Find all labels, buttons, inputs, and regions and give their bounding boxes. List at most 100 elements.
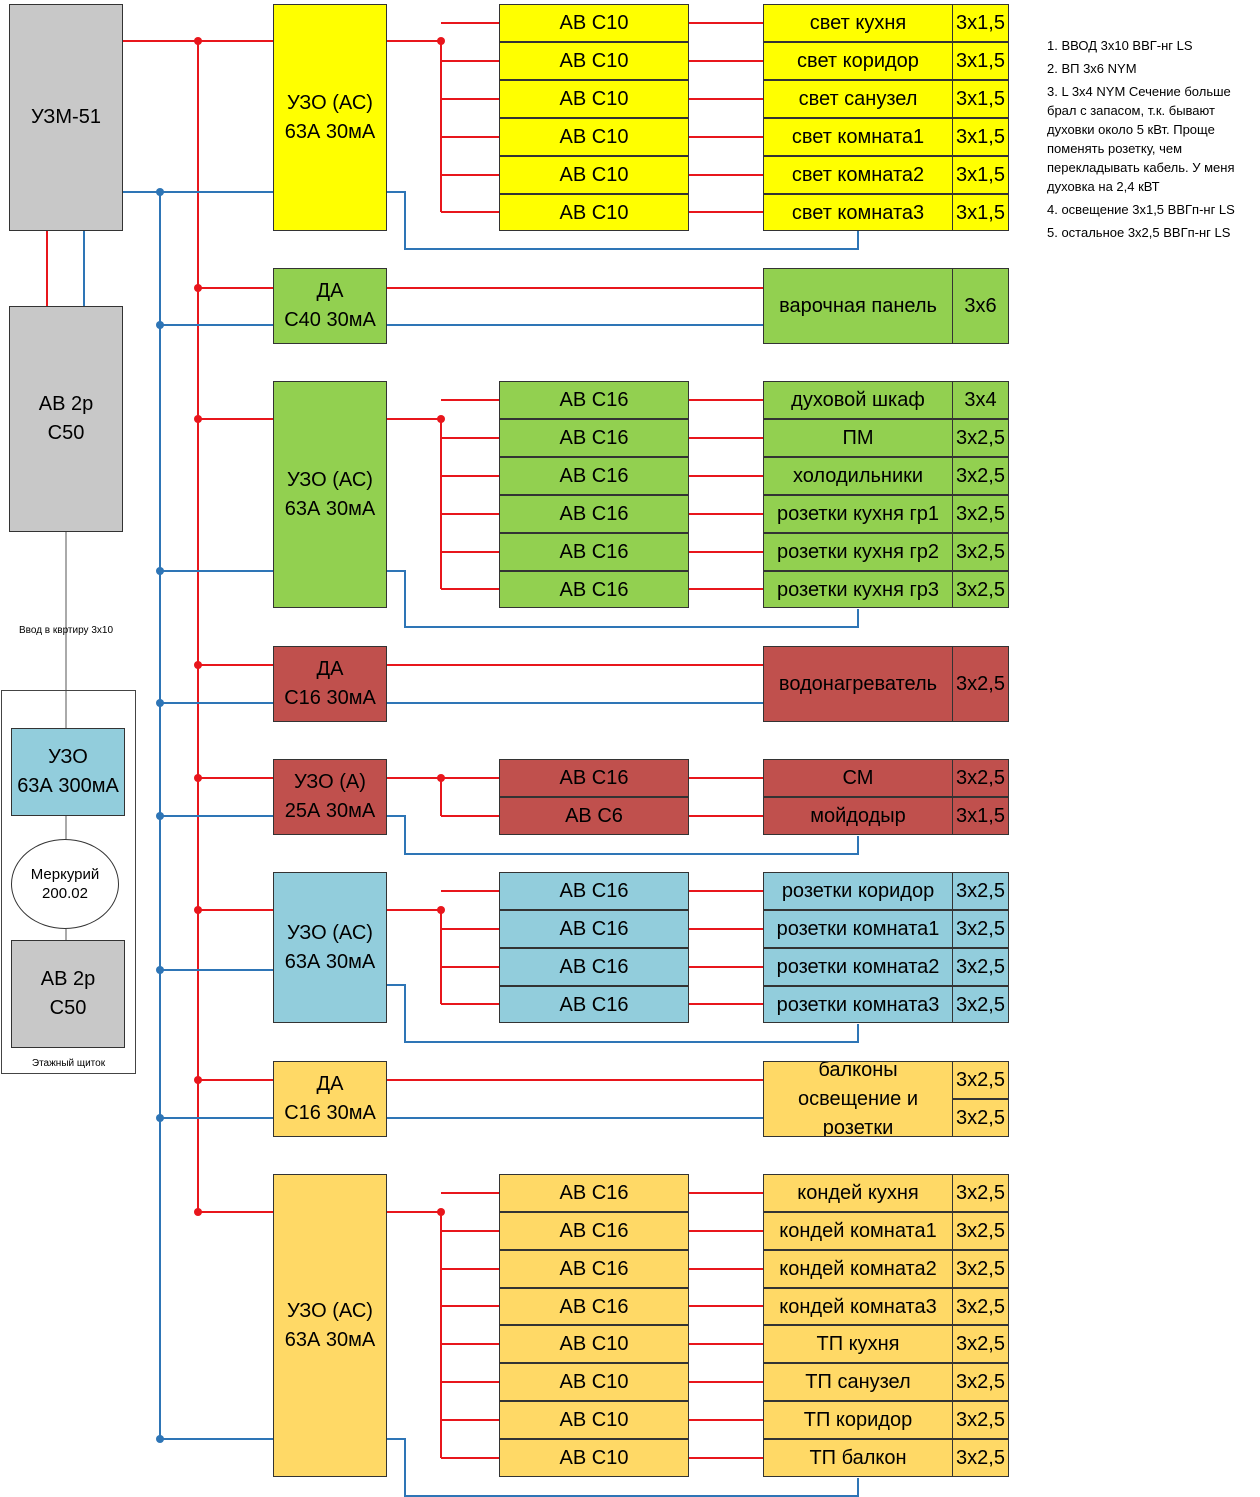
breaker: АВ С10 [499, 156, 689, 194]
neutral-junction [156, 699, 164, 707]
load: варочная панель [763, 268, 953, 344]
load: балконы освещение и розетки [763, 1061, 953, 1137]
phase-junction [194, 1208, 202, 1216]
load: свет комната3 [763, 194, 953, 231]
group1-rcd: УЗО (АС) 63А 30мА [273, 4, 387, 231]
note: 5. остальное 3х2,5 ВВГп-нг LS [1047, 225, 1231, 240]
load: свет санузел [763, 80, 953, 118]
load: холодильники [763, 457, 953, 495]
breaker: АВ С16 [499, 872, 689, 910]
load: кондей комната3 [763, 1288, 953, 1325]
neutral-junction [156, 321, 164, 329]
cable: 3х1,5 [952, 80, 1009, 118]
phase-junction [437, 415, 445, 423]
breaker: АВ С10 [499, 118, 689, 156]
cable: 3х1,5 [952, 42, 1009, 80]
group8-rcd: УЗО (АС) 63А 30мА [273, 1174, 387, 1477]
load: свет коридор [763, 42, 953, 80]
load: розетки кухня гр2 [763, 533, 953, 571]
cable: 3х2,5 [952, 1363, 1009, 1401]
group7-rcbo: ДА С16 30мА [273, 1061, 387, 1137]
neutral-junction [156, 812, 164, 820]
cable: 3х2,5 [952, 457, 1009, 495]
cable: 3х1,5 [952, 4, 1009, 42]
notes: 1. ВВОД 3х10 ВВГ-нг LS 2. ВП 3х6 NYM 3. … [1047, 36, 1257, 246]
group6-rcd: УЗО (АС) 63А 30мА [273, 872, 387, 1023]
cable: 3х1,5 [952, 194, 1009, 231]
note: 2. ВП 3х6 NYM [1047, 61, 1137, 76]
uzm-51-relay: УЗМ-51 [9, 4, 123, 231]
neutral-return [387, 984, 859, 1043]
load: свет кухня [763, 4, 953, 42]
breaker: АВ С16 [499, 457, 689, 495]
breaker: АВ С10 [499, 1325, 689, 1363]
breaker: АВ С16 [499, 533, 689, 571]
cable: 3х2,5 [952, 1439, 1009, 1477]
breaker: АВ С16 [499, 381, 689, 419]
load: кондей комната2 [763, 1250, 953, 1288]
cable: 3х2,5 [952, 759, 1009, 797]
cable: 3х2,5 [952, 571, 1009, 608]
cable: 3х4 [952, 381, 1009, 419]
load: кондей кухня [763, 1174, 953, 1212]
load: СМ [763, 759, 953, 797]
load: розетки комната3 [763, 986, 953, 1023]
breaker: АВ С16 [499, 571, 689, 608]
cable: 3х2,5 [952, 1099, 1009, 1137]
load: кондей комната1 [763, 1212, 953, 1250]
cable: 3х2,5 [952, 495, 1009, 533]
neutral-junction [156, 1114, 164, 1122]
load: ПМ [763, 419, 953, 457]
panel-breaker: АВ 2р С50 [11, 940, 125, 1048]
phase-junction [194, 37, 202, 45]
neutral-return [387, 570, 859, 628]
floor-panel-label: Этажный щиток [31, 1058, 106, 1069]
cable: 3х2,5 [952, 986, 1009, 1023]
phase-junction [194, 774, 202, 782]
cable: 3х2,5 [952, 1212, 1009, 1250]
cable: 3х2,5 [952, 1061, 1009, 1099]
cable: 3х2,5 [952, 419, 1009, 457]
load: розетки кухня гр3 [763, 571, 953, 608]
breaker: АВ С16 [499, 986, 689, 1023]
neutral-return [387, 815, 859, 855]
breaker: АВ С10 [499, 1439, 689, 1477]
breaker: АВ С10 [499, 80, 689, 118]
note: 1. ВВОД 3х10 ВВГ-нг LS [1047, 38, 1193, 53]
cable: 3х2,5 [952, 646, 1009, 722]
load: ТП кухня [763, 1325, 953, 1363]
breaker: АВ С10 [499, 42, 689, 80]
note: 4. освещение 3х1,5 ВВГп-нг LS [1047, 202, 1235, 217]
phase-junction [194, 284, 202, 292]
cable: 3х2,5 [952, 872, 1009, 910]
load: мойдодыр [763, 797, 953, 835]
load: ТП балкон [763, 1439, 953, 1477]
breaker: АВ С10 [499, 1401, 689, 1439]
cable: 3х1,5 [952, 797, 1009, 835]
phase-junction [437, 906, 445, 914]
breaker: АВ С10 [499, 194, 689, 231]
neutral-return [387, 1438, 859, 1497]
cable: 3х2,5 [952, 533, 1009, 571]
phase-junction [194, 906, 202, 914]
floor-panel-frame [1, 690, 136, 1074]
load: духовой шкаф [763, 381, 953, 419]
load: розетки коридор [763, 872, 953, 910]
cable: 3х1,5 [952, 118, 1009, 156]
load: свет комната1 [763, 118, 953, 156]
phase-junction [194, 1076, 202, 1084]
breaker: АВ С16 [499, 1288, 689, 1325]
group5-rcd: УЗО (А) 25А 30мА [273, 759, 387, 835]
input-cable-label: Ввод в квртиру 3х10 [18, 625, 114, 636]
phase-junction [194, 415, 202, 423]
cable: 3х2,5 [952, 1325, 1009, 1363]
group4-rcbo: ДА С16 30мА [273, 646, 387, 722]
neutral-junction [156, 188, 164, 196]
load: розетки комната1 [763, 910, 953, 948]
breaker: АВ С10 [499, 1363, 689, 1401]
phase-junction [437, 1208, 445, 1216]
load: ТП коридор [763, 1401, 953, 1439]
load: свет комната2 [763, 156, 953, 194]
neutral-return [387, 191, 859, 250]
